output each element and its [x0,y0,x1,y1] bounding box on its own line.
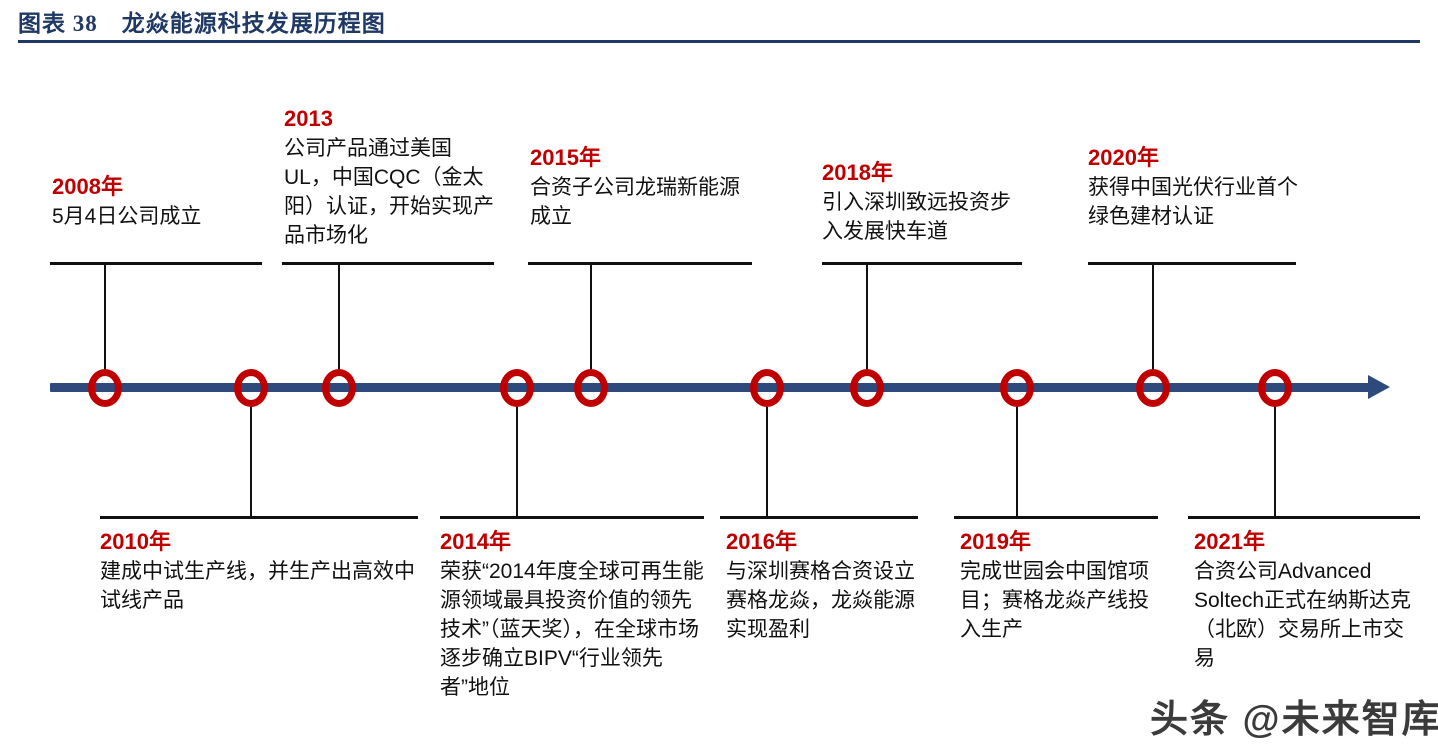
connector-bar-2018 [822,262,1022,265]
event-year-label: 2021年 [1194,529,1265,554]
connector-bar-2013 [282,262,494,265]
timeline-marker-2014[interactable] [500,369,534,407]
connector-stem-2010 [250,400,252,516]
connector-bar-2010 [100,516,418,519]
connector-stem-2018 [866,262,868,372]
connector-stem-2008 [104,262,106,372]
event-year-label: 2020年 [1088,145,1159,170]
event-2020: 2020年 获得中国光伏行业首个绿色建材认证 [1088,143,1300,231]
event-year-label: 2014年 [440,529,511,554]
timeline-marker-2019[interactable] [1000,369,1034,407]
connector-bar-2021 [1188,516,1420,519]
event-2019: 2019年 完成世园会中国馆项目；赛格龙焱产线投入生产 [960,527,1166,644]
event-year-label: 2008年 [52,174,123,199]
event-year-label: 2010年 [100,529,171,554]
connector-bar-2008 [50,262,262,265]
connector-bar-2016 [720,516,918,519]
event-description: 与深圳赛格合资设立赛格龙焱，龙焱能源实现盈利 [726,560,915,641]
connector-stem-2013 [338,262,340,372]
event-2008: 2008年 5月4日公司成立 [52,172,282,231]
connector-stem-2019 [1016,400,1018,516]
timeline-marker-2010[interactable] [234,369,268,407]
connector-stem-2020 [1152,262,1154,372]
connector-stem-2021 [1274,400,1276,516]
timeline-marker-2013[interactable] [322,369,356,407]
page-title: 图表 38 龙焱能源科技发展历程图 [18,11,386,36]
event-2013: 2013 公司产品通过美国UL，中国CQC（金太阳）认证，开始实现产品市场化 [284,104,496,250]
timeline-marker-2008[interactable] [88,369,122,407]
event-year-label: 2013 [284,106,333,131]
timeline-axis [50,383,1380,392]
figure-header: 图表 38 龙焱能源科技发展历程图 [0,0,1438,46]
event-2021: 2021年 合资公司Advanced Soltech正式在纳斯达克（北欧）交易所… [1194,527,1416,673]
event-2015: 2015年 合资子公司龙瑞新能源成立 [530,143,756,231]
connector-stem-2014 [516,400,518,516]
timeline-marker-2020[interactable] [1136,369,1170,407]
event-2016: 2016年 与深圳赛格合资设立赛格龙焱，龙焱能源实现盈利 [726,527,930,644]
event-description: 合资子公司龙瑞新能源成立 [530,176,740,228]
event-year-label: 2019年 [960,529,1031,554]
timeline-marker-2015[interactable] [574,369,608,407]
event-description: 合资公司Advanced Soltech正式在纳斯达克（北欧）交易所上市交易 [1194,560,1412,670]
event-description: 获得中国光伏行业首个绿色建材认证 [1088,176,1298,228]
event-2010: 2010年 建成中试生产线，并生产出高效中试线产品 [100,527,422,615]
event-description: 引入深圳致远投资步入发展快车道 [822,191,1011,243]
connector-bar-2014 [440,516,704,519]
event-year-label: 2015年 [530,145,601,170]
event-description: 公司产品通过美国UL，中国CQC（金太阳）认证，开始实现产品市场化 [284,137,494,247]
header-divider [18,40,1420,43]
event-year-label: 2016年 [726,529,797,554]
connector-bar-2015 [528,262,752,265]
timeline-marker-2018[interactable] [850,369,884,407]
timeline-arrow-icon [1368,375,1390,399]
event-description: 完成世园会中国馆项目；赛格龙焱产线投入生产 [960,560,1149,641]
timeline-marker-2016[interactable] [750,369,784,407]
event-description: 5月4日公司成立 [52,205,202,228]
watermark: 头条 @未来智库 [1150,699,1438,741]
connector-stem-2016 [766,400,768,516]
connector-bar-2019 [954,516,1158,519]
connector-stem-2015 [590,262,592,372]
event-2018: 2018年 引入深圳致远投资步入发展快车道 [822,158,1026,246]
event-year-label: 2018年 [822,160,893,185]
timeline-marker-2021[interactable] [1258,369,1292,407]
event-description: 建成中试生产线，并生产出高效中试线产品 [100,560,415,612]
event-2014: 2014年 荣获“2014年度全球可再生能源领域最具投资价值的领先技术”（蓝天奖… [440,527,704,702]
event-description: 荣获“2014年度全球可再生能源领域最具投资价值的领先技术”（蓝天奖），在全球市… [440,560,704,699]
connector-bar-2020 [1088,262,1296,265]
